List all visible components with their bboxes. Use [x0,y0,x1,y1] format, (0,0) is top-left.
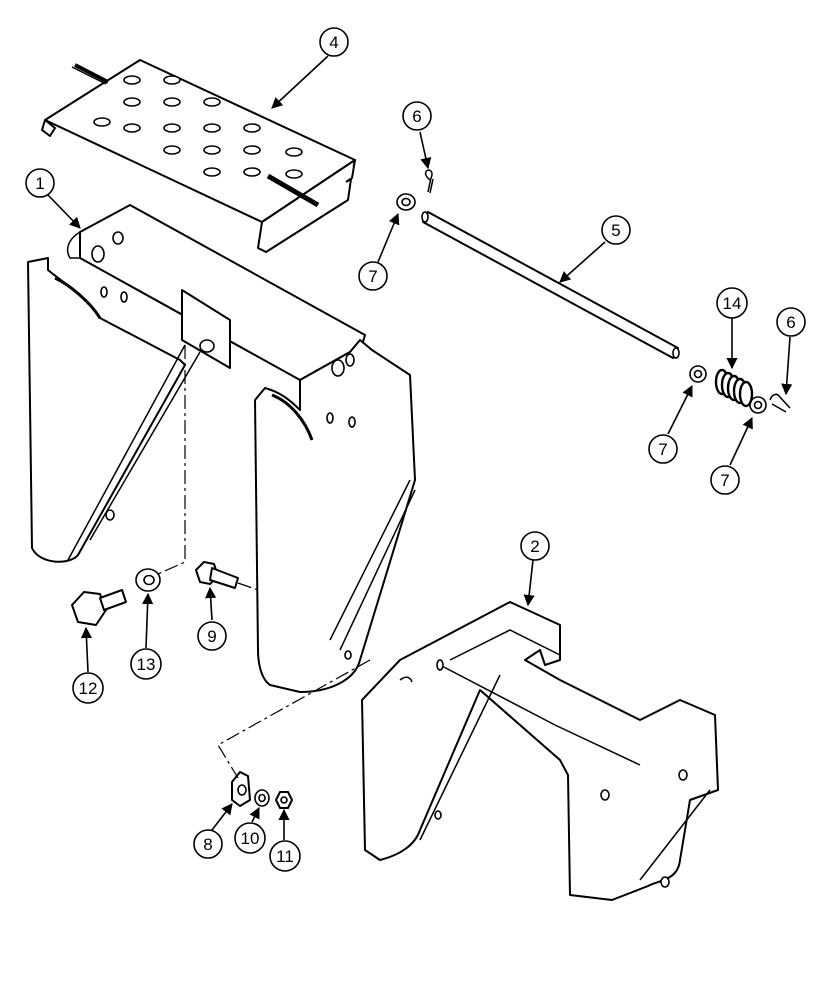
cotter-pin-part-6-a [424,169,434,194]
callout-14: 14 [716,287,748,319]
callout-label-7-c: 7 [720,471,729,490]
callout-label-1: 1 [35,174,44,193]
step-plate-part-4 [41,59,356,253]
callout-5: 5 [601,215,631,245]
callout-label-6-a: 6 [412,107,421,126]
callout-2: 2 [520,531,550,561]
callout-label-7-a: 7 [368,267,377,286]
callout-6-a: 6 [402,101,432,131]
callout-label-2: 2 [530,537,539,556]
callout-label-5: 5 [611,221,620,240]
callout-6-b: 6 [776,307,806,337]
callout-1: 1 [25,168,55,198]
assembly-line-bolt-9 [237,582,259,591]
callout-label-9: 9 [207,627,216,646]
callout-label-6-b: 6 [786,313,795,332]
assembly-line-nut-8 [217,659,371,779]
callout-label-7-b: 7 [658,440,667,459]
washer-part-7-a [396,193,416,211]
callout-10: 10 [234,822,266,854]
callout-13: 13 [130,648,162,680]
callout-label-12: 12 [79,679,98,698]
callout-label-14: 14 [723,294,742,313]
callout-11: 11 [269,840,301,872]
washer-part-10 [254,789,270,807]
callout-7-a: 7 [358,261,388,291]
washer-part-13 [135,568,161,592]
rod-part-5 [421,211,680,359]
callout-label-13: 13 [137,655,156,674]
plate-nut-part-8 [231,771,251,807]
nut-part-11 [275,791,293,809]
callout-label-11: 11 [276,847,294,866]
plate-holes [93,75,303,179]
spring-part-14 [714,368,754,408]
step-bracket-part-1 [27,204,416,693]
callout-7-b: 7 [648,434,678,464]
bolt-part-12 [71,589,127,626]
bolt-part-9 [195,561,239,589]
callout-label-4: 4 [329,33,338,52]
callout-9: 9 [197,621,227,651]
cotter-pin-part-6-b [769,393,791,413]
washer-part-7-b [689,365,707,383]
callout-label-10: 10 [241,829,260,848]
callout-12: 12 [72,672,104,704]
callout-4: 4 [319,27,349,57]
assembly-line-bolt-12 [157,345,186,575]
step-bracket-part-2 [361,601,719,901]
callout-7-c: 7 [710,465,740,495]
callout-label-8: 8 [203,835,212,854]
leader-lines [47,55,793,840]
callout-8: 8 [193,829,223,859]
